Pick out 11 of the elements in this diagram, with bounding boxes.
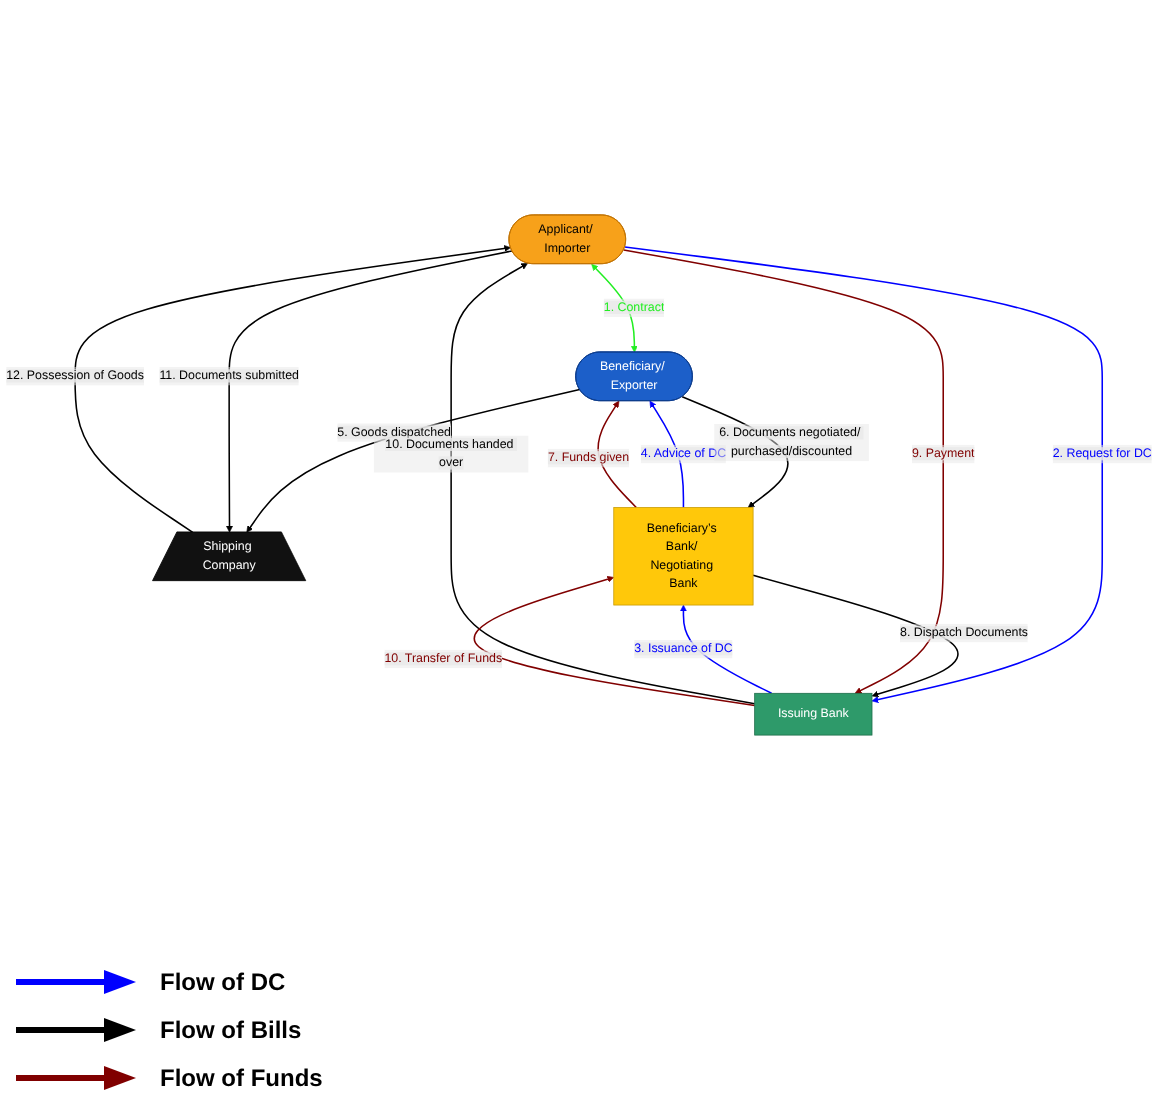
arrow	[473, 575, 756, 707]
arrow	[226, 250, 513, 533]
arrow	[74, 245, 511, 534]
arrow	[752, 574, 959, 698]
legend-label: Flow of DC	[160, 968, 286, 996]
arrow	[597, 400, 638, 509]
arrow	[246, 388, 581, 533]
arrow	[649, 400, 685, 509]
legend-label: Flow of Bills	[160, 1016, 302, 1044]
arrow	[624, 246, 1103, 703]
legend-label: Flow of Funds	[160, 1064, 323, 1092]
